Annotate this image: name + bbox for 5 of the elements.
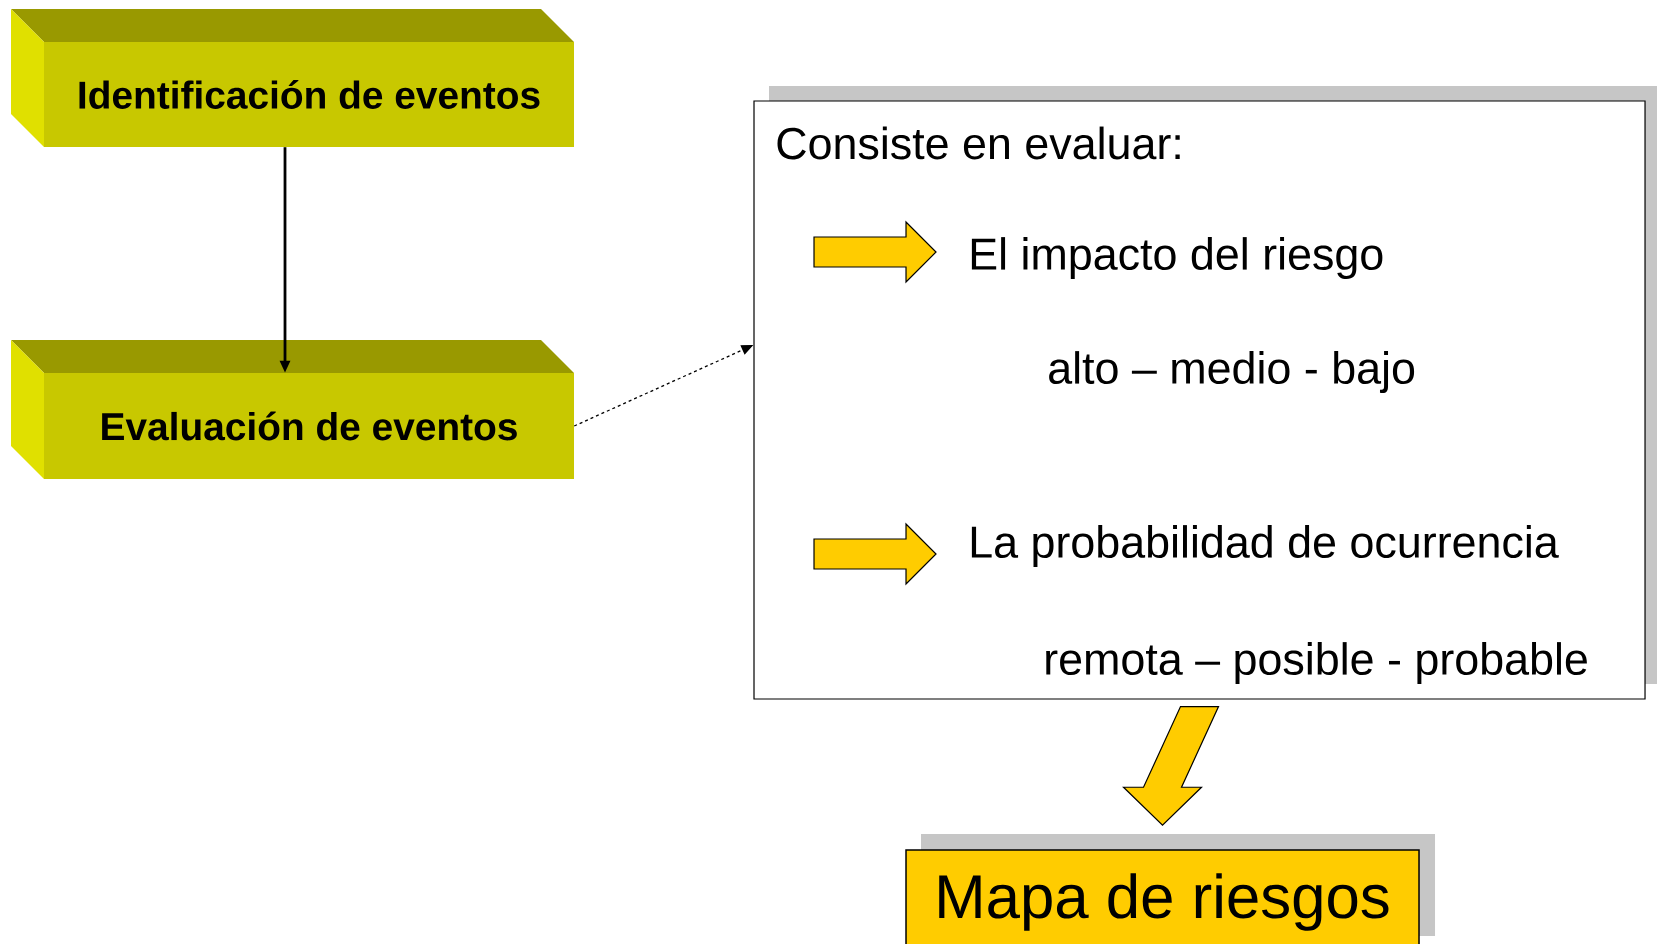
text-box: Consiste en evaluar: El impacto del riesgo alto – medio - bajo La probabilidad de ocurrencia remota – posible - probable xyxy=(753,100,1646,700)
block-arrow xyxy=(1122,706,1220,827)
block-box: Identificación de eventos xyxy=(11,9,574,147)
block-box: Evaluación de eventos xyxy=(11,340,574,479)
result-box: Mapa de riesgos xyxy=(905,849,1420,944)
